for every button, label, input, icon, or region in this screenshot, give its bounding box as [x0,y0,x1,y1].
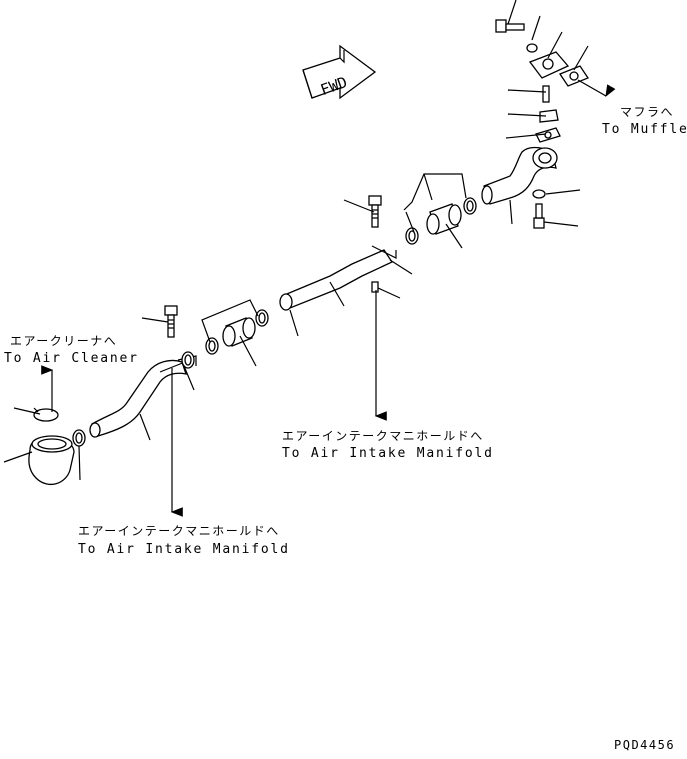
bolt [495,19,525,33]
label-intake-manifold-2-en: To Air Intake Manifold [78,542,290,557]
label-muffler-jp: マフラへ [620,105,674,119]
hose-clamp [405,227,419,245]
rubber-hose [222,317,256,347]
label-air-cleaner-en: To Air Cleaner [4,351,139,366]
bolt [533,203,545,229]
bolt [164,305,178,338]
label-intake-manifold-1-jp: エアーインテークマニホールドへ [282,429,484,443]
leader-lines [3,0,589,481]
label-air-cleaner-jp: エアークリーナへ [10,334,117,348]
washer [532,189,546,199]
washer [526,43,538,53]
hose-clamp [181,351,195,369]
elbow-pipe-right [481,146,558,205]
rubber-hose [426,203,462,235]
label-intake-manifold-2-jp: エアーインテークマニホールドへ [78,524,280,538]
bolt [368,195,382,228]
gasket [535,127,561,143]
fwd-arrow-icon: FWD [302,44,377,100]
spacer [539,109,559,123]
hose-clamp [255,309,269,327]
label-muffler-en: To Muffler [602,122,687,137]
arrow-to-muffler [577,79,616,98]
hose-clamp [205,337,219,355]
elbow-hose [28,435,75,486]
stud [542,85,550,103]
hose-clamp [72,429,86,447]
muffler-flange [528,51,570,79]
drawing-number: PQD4456 [614,738,675,752]
label-intake-manifold-1-en: To Air Intake Manifold [282,446,494,461]
hose-clamp [463,197,477,215]
intake-pipe-middle [279,245,397,311]
muffler-gasket [559,65,589,87]
intake-pipe-left [89,355,197,438]
hose-clamp [33,407,59,422]
